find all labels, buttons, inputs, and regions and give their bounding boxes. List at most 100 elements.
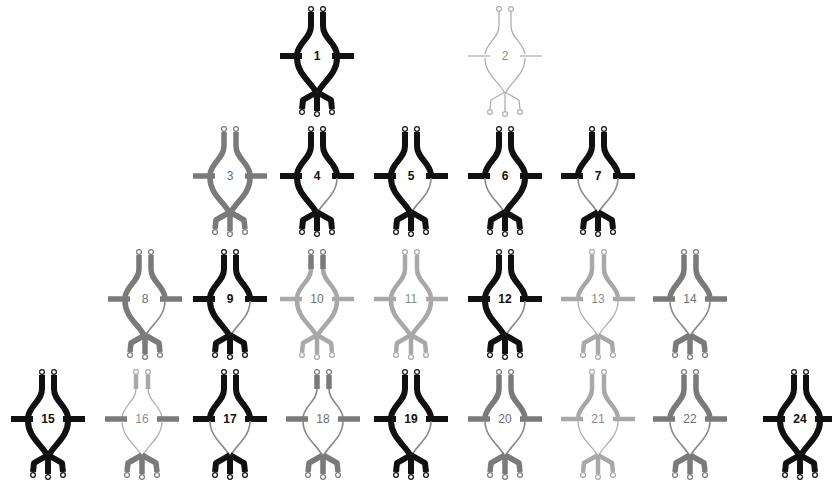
vessel-end: [403, 250, 408, 255]
lower-vessels: [215, 335, 245, 354]
upper-left-vessel: [303, 389, 317, 417]
lower-left-vessel: [485, 58, 504, 92]
lower-left-vessel: [210, 178, 229, 212]
vessel-end: [321, 250, 326, 255]
vessel-end: [518, 353, 523, 358]
lower-right-vessel: [691, 301, 710, 335]
vessel-end: [497, 370, 502, 375]
right-branch: [613, 417, 635, 422]
vessel-end: [682, 250, 687, 255]
top-vessels: [317, 375, 329, 389]
upper-left-vessel: [670, 269, 684, 297]
top-vessels: [592, 255, 604, 269]
glyph-number: 20: [498, 412, 511, 426]
vessel-end: [143, 355, 148, 360]
top-vessels: [684, 375, 696, 389]
right-branch: [613, 173, 635, 179]
vessel-end: [602, 250, 607, 255]
left-branch: [105, 416, 127, 422]
vessel-end: [783, 473, 788, 478]
lower-right-vessel: [318, 58, 337, 92]
glyph-number: 11: [405, 292, 417, 306]
upper-right-vessel: [696, 269, 710, 297]
lower-vessels: [583, 335, 613, 354]
right-branch: [332, 297, 354, 302]
vessel-end: [243, 473, 248, 478]
top-vessels: [224, 375, 236, 389]
right-branch: [520, 296, 542, 302]
vessel-glyph: 4: [275, 124, 359, 240]
right-branch: [705, 416, 727, 422]
vessel-end: [222, 250, 227, 255]
lower-right-vessel: [231, 421, 250, 455]
upper-left-vessel: [391, 269, 405, 297]
lower-left-vessel: [485, 178, 504, 212]
right-branch: [332, 173, 354, 179]
lower-right-vessel: [412, 421, 431, 455]
right-branch: [426, 416, 448, 422]
vessel-end: [234, 370, 239, 375]
lower-right-vessel: [143, 421, 162, 455]
vessel-end: [137, 250, 142, 255]
upper-left-vessel: [28, 389, 42, 417]
vessel-end: [424, 230, 429, 235]
vessel-end: [315, 370, 320, 375]
lower-right-vessel: [599, 421, 618, 455]
vessel-end: [590, 250, 595, 255]
vessel-end: [394, 230, 399, 235]
vessel-end: [228, 475, 233, 480]
right-branch: [245, 416, 267, 422]
glyph-number: 24: [793, 412, 806, 426]
upper-left-vessel: [578, 146, 592, 174]
right-branch: [245, 296, 267, 302]
top-vessels: [311, 12, 323, 26]
lower-left-vessel: [210, 301, 229, 335]
vessel-end: [146, 370, 151, 375]
vessel-end: [673, 353, 678, 358]
top-vessels: [405, 132, 417, 146]
vessel-end: [611, 473, 616, 478]
lower-vessels: [396, 455, 426, 474]
vessel-end: [213, 230, 218, 235]
glyph-number: 13: [591, 292, 604, 306]
vessel-glyph: 6: [463, 124, 547, 240]
vessel-glyph: 1: [275, 4, 359, 120]
top-vessels: [311, 255, 323, 269]
vessel-end: [315, 232, 320, 237]
vessel-end: [596, 232, 601, 237]
upper-left-vessel: [297, 146, 311, 174]
top-vessels: [224, 255, 236, 269]
glyph-number: 4: [314, 169, 321, 183]
vessel-end: [509, 370, 514, 375]
glyph-number: 10: [310, 292, 323, 306]
left-branch: [374, 297, 396, 302]
lower-left-vessel: [122, 421, 141, 455]
left-branch: [193, 416, 215, 422]
right-branch: [160, 296, 182, 302]
glyph-number: 14: [683, 292, 696, 306]
lower-vessels: [396, 335, 426, 354]
right-branch: [245, 173, 267, 179]
vessel-glyph: 5: [369, 124, 453, 240]
vessel-end: [330, 230, 335, 235]
lower-left-vessel: [297, 178, 316, 212]
vessel-end: [300, 353, 305, 358]
vessel-glyph: 14: [648, 247, 732, 363]
vessel-end: [581, 230, 586, 235]
vessel-end: [309, 127, 314, 132]
vessel-end: [509, 7, 514, 12]
upper-right-vessel: [236, 269, 250, 297]
vessel-end: [234, 127, 239, 132]
vessel-end: [518, 110, 523, 115]
vessel-end: [503, 355, 508, 360]
vessel-end: [315, 112, 320, 117]
right-branch: [157, 416, 179, 422]
vessel-end: [330, 353, 335, 358]
vessel-glyph: 19: [369, 367, 453, 483]
vessel-glyph: 12: [463, 247, 547, 363]
vessel-end: [518, 230, 523, 235]
lower-left-vessel: [303, 421, 322, 455]
vessel-end: [300, 230, 305, 235]
lower-right-vessel: [801, 421, 820, 455]
glyph-number: 12: [498, 292, 511, 306]
